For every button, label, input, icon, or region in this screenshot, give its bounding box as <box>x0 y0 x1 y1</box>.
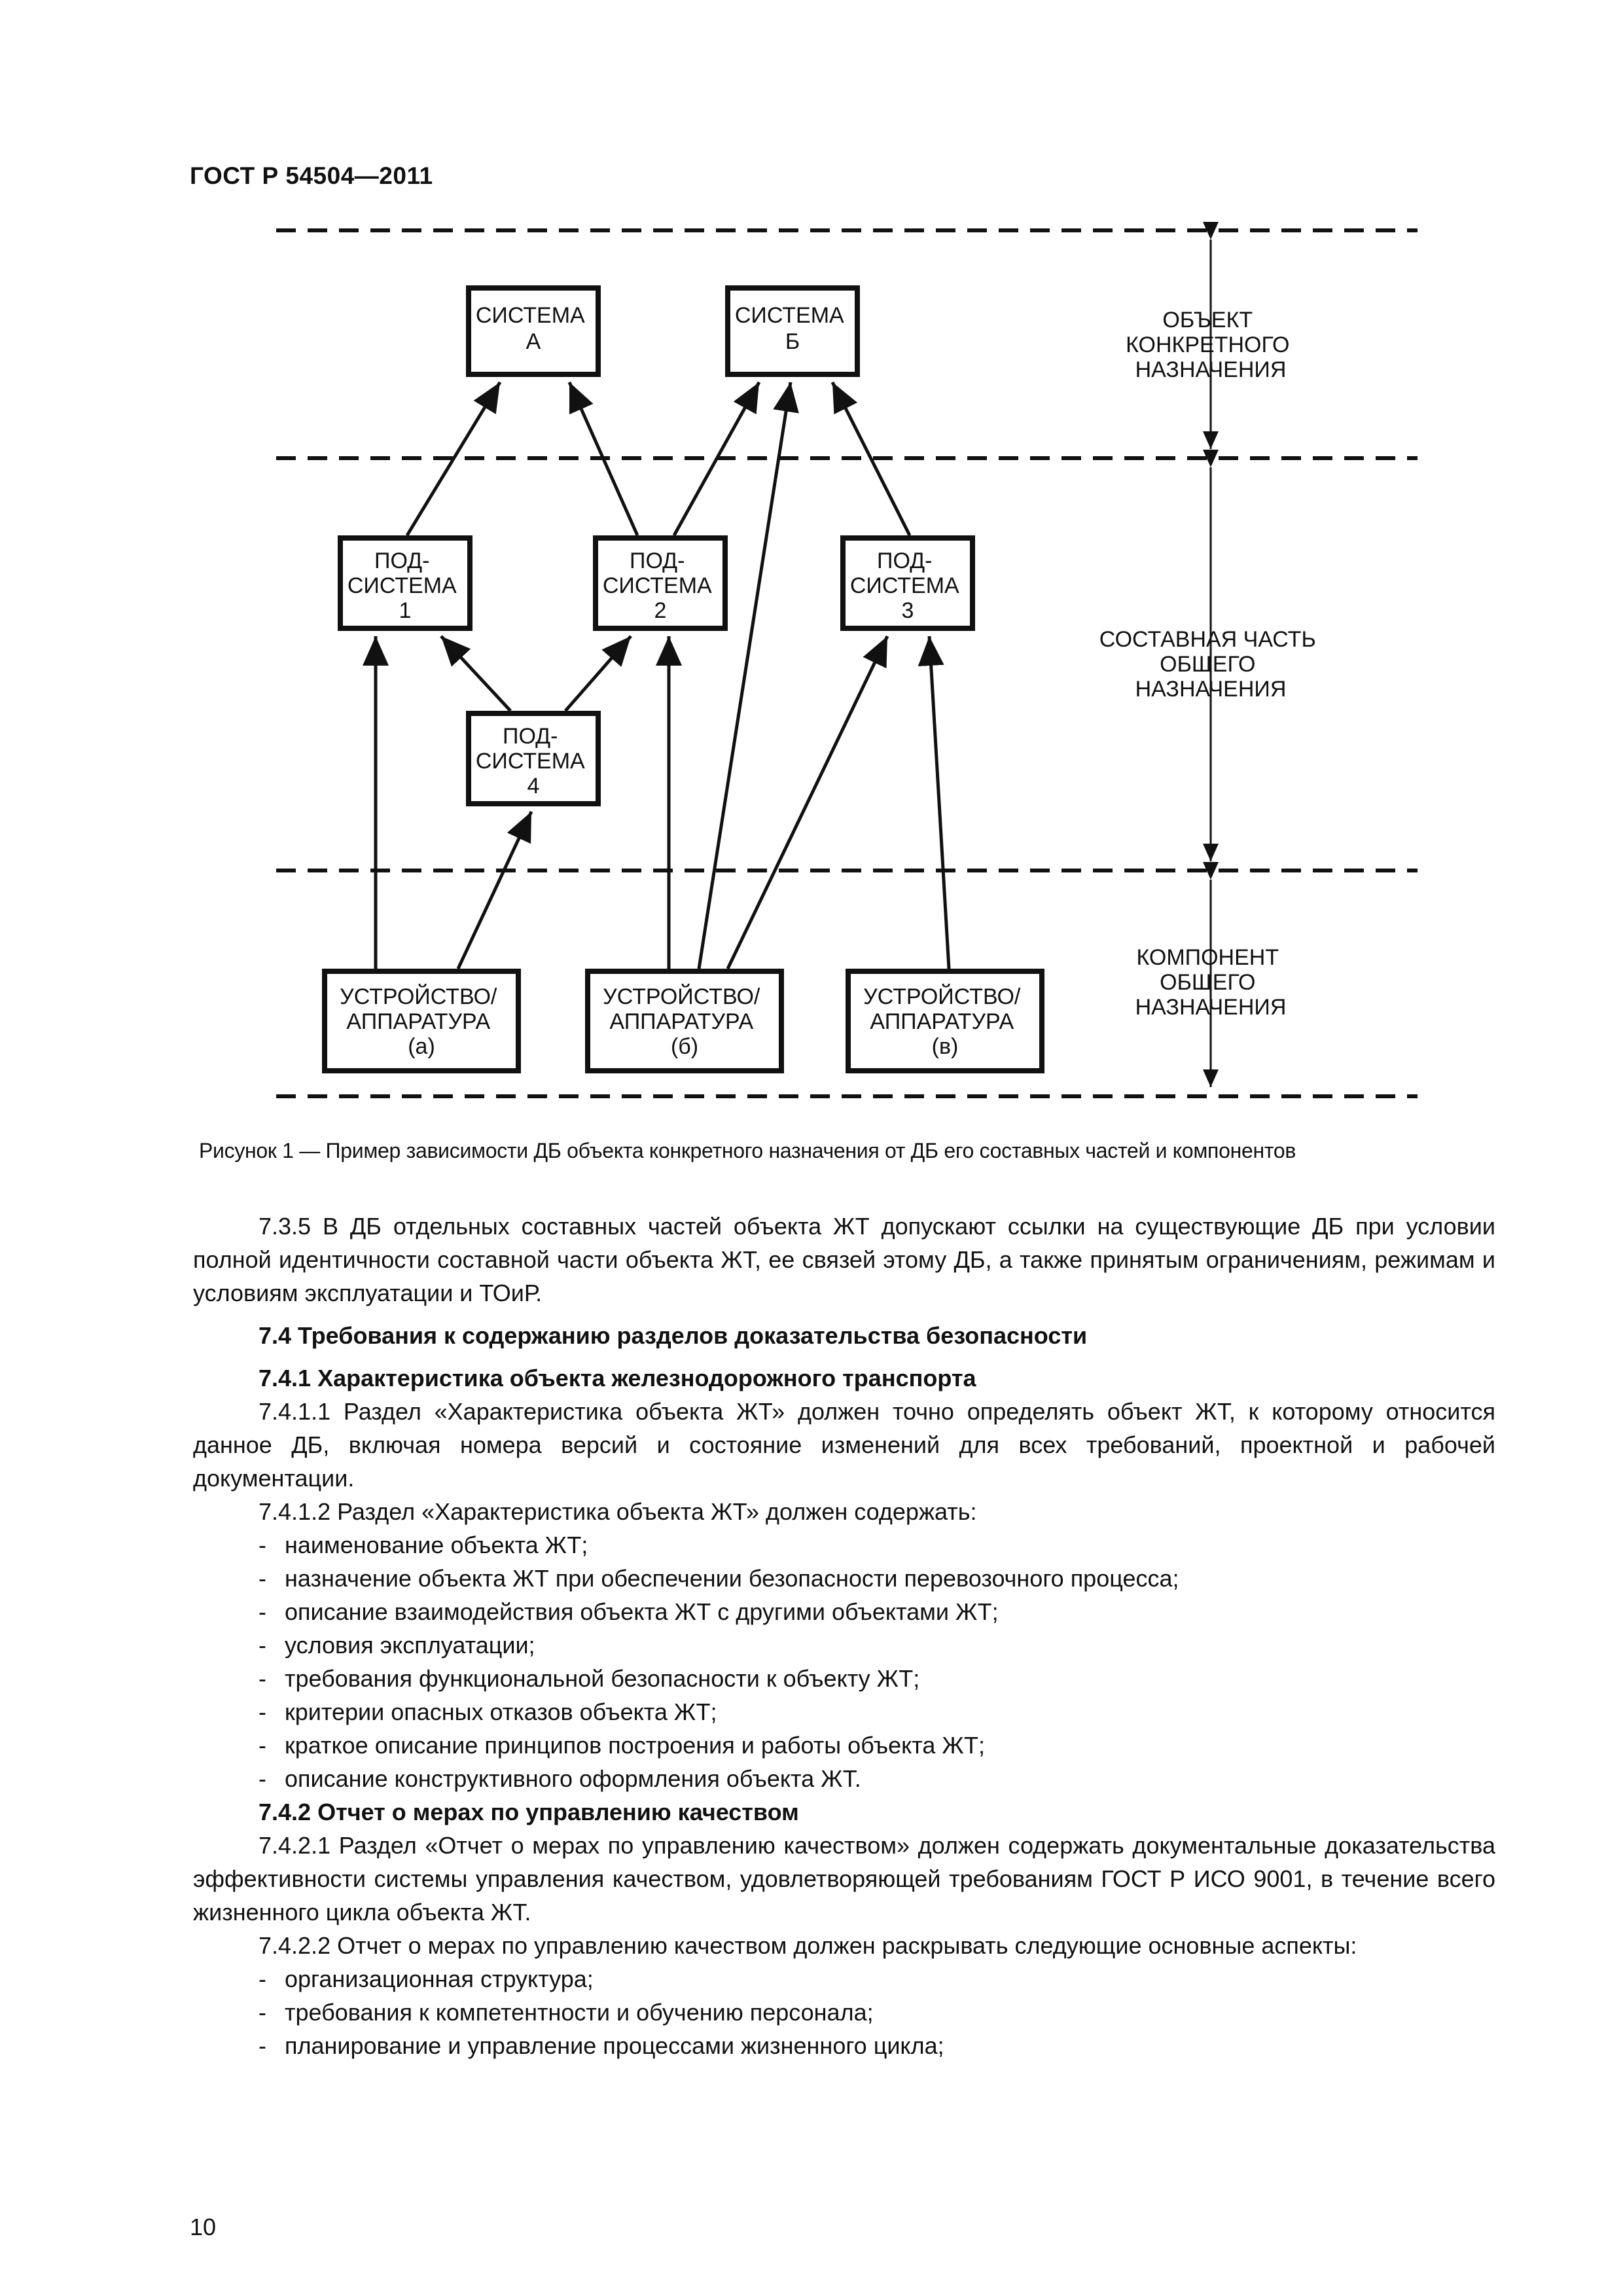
device-c-label: УСТРОЙСТВО/ АППАРАТУРА (в) <box>863 984 1027 1059</box>
subsystem-4-label: ПОД- СИСТЕМА 4 <box>476 724 591 798</box>
system-b-box <box>725 285 860 377</box>
list-item: -назначение объекта ЖТ при обеспечении б… <box>259 1565 1179 1592</box>
subsystem-2-label: ПОД- СИСТЕМА 2 <box>603 548 718 623</box>
level-label-component-part: СОСТАВНАЯ ЧАСТЬ ОБЩЕГО НАЗНАЧЕНИЯ <box>1099 627 1322 702</box>
subsystem-1-box <box>338 535 473 631</box>
arrow-sub4-to-sub2 <box>564 635 632 712</box>
page-number: 10 <box>190 2214 217 2240</box>
subsystem-2-box <box>593 535 728 631</box>
list-7-4-2-2: -организационная структура; -требования … <box>193 1962 1495 2062</box>
paragraph-7-4-1-1: 7.4.1.1 Раздел «Характеристика объекта Ж… <box>193 1398 1495 1492</box>
list-item: -требования функциональной безопасности … <box>259 1665 920 1692</box>
arrow-sub1-to-sysA <box>405 381 502 537</box>
arrow-devB-to-sysB <box>697 382 799 969</box>
device-b-box <box>585 969 784 1073</box>
heading-7-4-1: 7.4.1 Характеристика объекта железнодоро… <box>259 1365 976 1391</box>
list-item: -описание взаимодействия объекта ЖТ с др… <box>259 1598 999 1625</box>
device-c-box <box>846 969 1044 1073</box>
arrow-devC-to-sub3 <box>918 636 951 969</box>
device-a-box <box>322 969 521 1073</box>
device-b-label: УСТРОЙСТВО/ АППАРАТУРА (б) <box>603 984 766 1059</box>
body-text: 7.3.5 В ДБ отдельных составных частей об… <box>193 1210 1495 2062</box>
paragraph-7-4-2-2: 7.4.2.2 Отчет о мерах по управлению каче… <box>259 1932 1357 1959</box>
list-item: -планирование и управление процессами жи… <box>259 2032 944 2059</box>
list-item: -описание конструктивного оформления объ… <box>259 1765 861 1792</box>
system-b-label: СИСТЕМА Б <box>735 303 850 354</box>
arrow-sub4-to-sub1 <box>440 635 512 712</box>
list-item: -организационная структура; <box>259 1965 594 1992</box>
device-a-label: УСТРОЙСТВО/ АППАРАТУРА (а) <box>340 984 503 1059</box>
arrow-sub2-to-sysA <box>567 381 639 537</box>
list-7-4-1-2: -наименование объекта ЖТ; -назначение об… <box>193 1528 1495 1795</box>
level-label-object: ОБЪЕКТ КОНКРЕТНОГО НАЗНАЧЕНИЯ <box>1126 308 1296 382</box>
heading-7-4: 7.4 Требования к содержанию разделов док… <box>259 1322 1088 1349</box>
arrow-sub3-to-sysB <box>830 381 912 537</box>
subsystem-3-box <box>840 535 975 631</box>
list-item: -наименование объекта ЖТ; <box>259 1532 588 1558</box>
paragraph-7-4-1-2: 7.4.1.2 Раздел «Характеристика объекта Ж… <box>259 1498 977 1525</box>
system-a-label: СИСТЕМА А <box>476 303 591 354</box>
figure-caption: Рисунок 1 — Пример зависимости ДБ объект… <box>199 1139 1296 1162</box>
list-item: -требования к компетентности и обучению … <box>259 1999 874 2026</box>
document-header: ГОСТ Р 54504—2011 <box>190 162 433 189</box>
subsystem-3-label: ПОД- СИСТЕМА 3 <box>850 548 965 623</box>
subsystem-4-box <box>466 711 601 806</box>
list-item: -условия эксплуатации; <box>259 1632 535 1659</box>
arrow-sub2-to-sysB <box>672 381 761 537</box>
list-item: -критерии опасных отказов объекта ЖТ; <box>259 1698 717 1725</box>
heading-7-4-2: 7.4.2 Отчет о мерах по управлению качест… <box>259 1799 799 1825</box>
level-label-component: КОМПОНЕНТ ОБЩЕГО НАЗНАЧЕНИЯ <box>1135 945 1287 1020</box>
subsystem-1-label: ПОД- СИСТЕМА 1 <box>348 548 463 623</box>
dependency-diagram: ОБЪЕКТ КОНКРЕТНОГО НАЗНАЧЕНИЯ СОСТАВНАЯ … <box>276 222 1418 1098</box>
arrow-devB-to-sub3 <box>726 635 889 970</box>
system-a-box <box>466 285 601 377</box>
list-item: -краткое описание принципов построения и… <box>259 1732 986 1759</box>
arrow-devA-to-sub4 <box>456 810 533 970</box>
paragraph-7-3-5: 7.3.5 В ДБ отдельных составных частей об… <box>193 1213 1495 1306</box>
paragraph-7-4-2-1: 7.4.2.1 Раздел «Отчет о мерах по управле… <box>193 1832 1495 1926</box>
